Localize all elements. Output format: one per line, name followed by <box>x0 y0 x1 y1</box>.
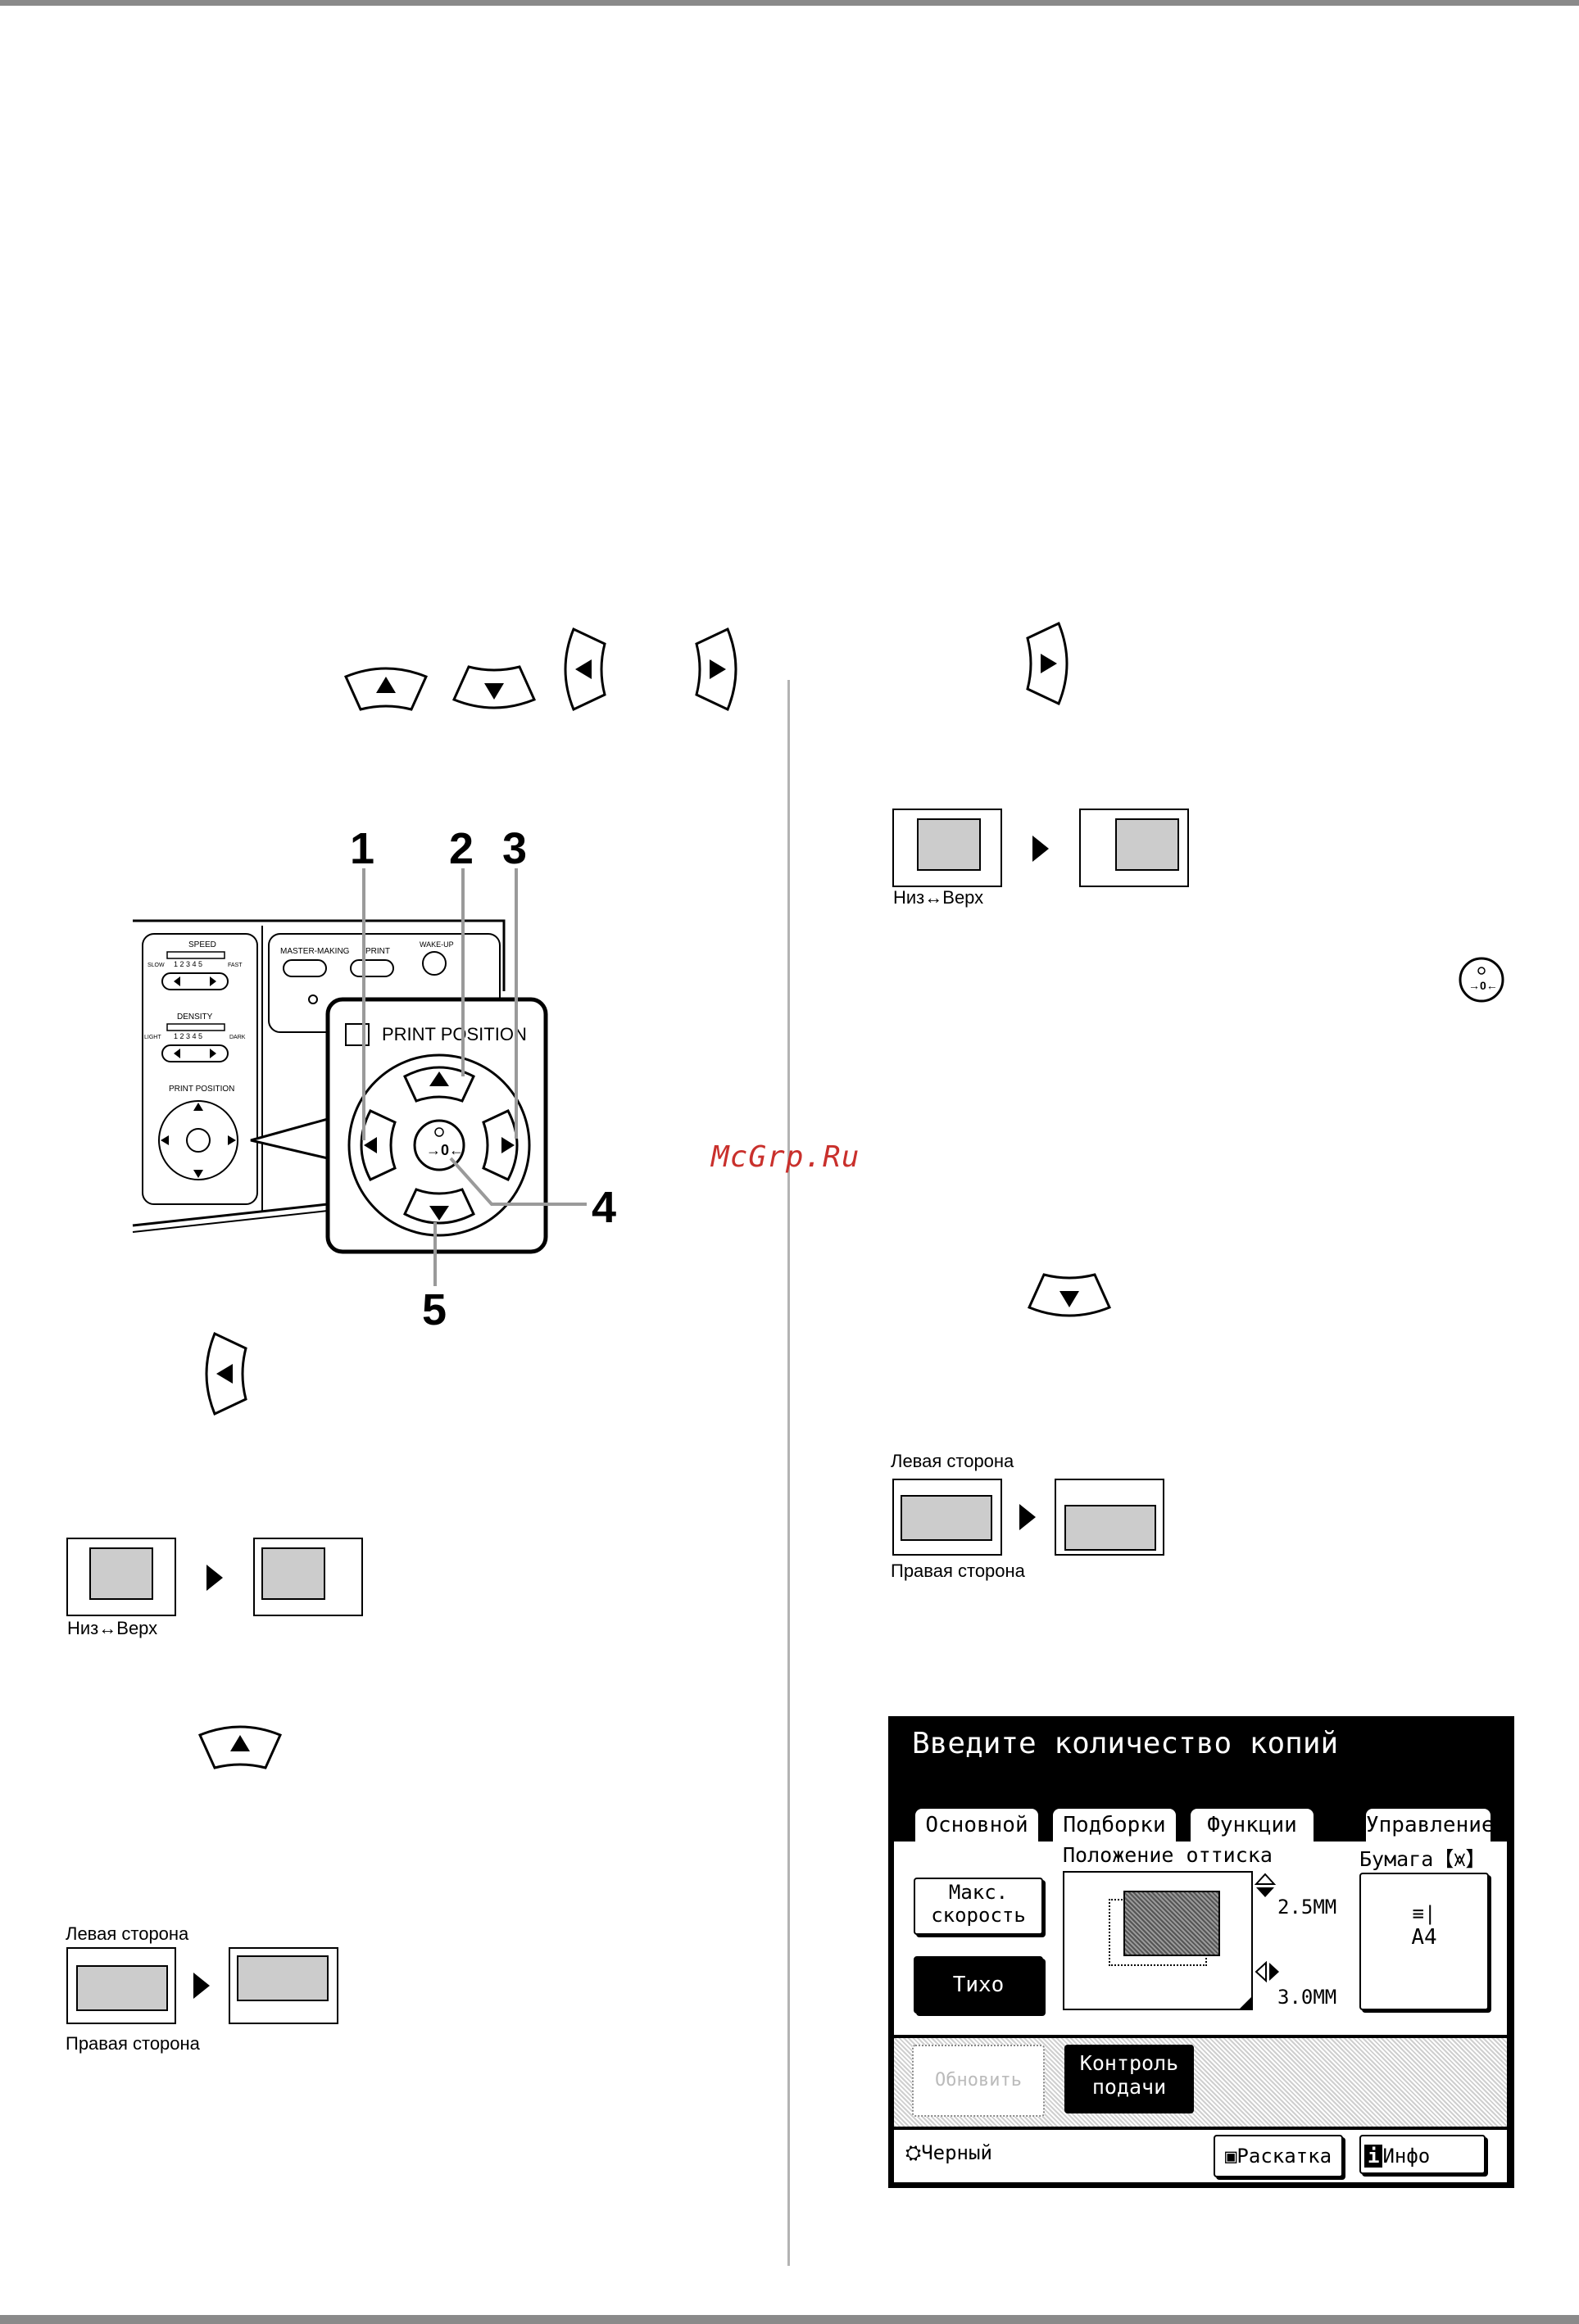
dark-label: DARK <box>229 1035 246 1040</box>
up-key-icon-step <box>197 1725 283 1769</box>
right-key-icon-step <box>1026 621 1069 706</box>
right-side-caption-left: Правая сторона <box>66 2033 200 2054</box>
drum-color: Черный <box>921 2141 992 2164</box>
paper-label-row: Бумага【⩙】 <box>1359 1843 1486 1873</box>
paper-size-value: A4 <box>1411 1925 1437 1950</box>
fast-label: FAST <box>228 963 243 968</box>
paper-size-button[interactable]: ≡| A4 <box>1359 1873 1489 2010</box>
position-label: Положение оттиска <box>1063 1843 1273 1867</box>
low-high-caption-left: Низ↔Верх <box>67 1618 158 1638</box>
info-label: Инфо <box>1382 2145 1431 2168</box>
callout-3: 3 <box>502 824 528 873</box>
layout-icon: ▣ <box>1224 2145 1237 2168</box>
position-shift-vertical-left <box>66 1538 363 1616</box>
bottom-rule <box>0 2315 1579 2324</box>
right-side-caption-right: Правая сторона <box>891 1561 1025 1581</box>
basic-panel: Макс. скорость Тихо Положение оттиска 2.… <box>894 1842 1507 2035</box>
callout-2: 2 <box>449 824 474 873</box>
wake-up-label: WAKE-UP <box>420 940 454 949</box>
callout-1: 1 <box>350 824 375 873</box>
quiet-label: Тихо <box>952 1973 1005 1997</box>
paper-label: Бумага <box>1359 1847 1434 1871</box>
paper-stack-icon: ≡| <box>1412 1902 1436 1925</box>
max-speed-label-2: скорость <box>931 1904 1026 1927</box>
position-shift-horizontal-left <box>66 1947 338 2024</box>
refresh-button[interactable]: Обновить <box>912 2045 1045 2117</box>
panel-title: PRINT POSITION <box>382 1024 527 1044</box>
feed-control-label-1: Контроль <box>1079 2051 1179 2075</box>
max-speed-label-1: Макс. <box>948 1881 1009 1904</box>
drum-icon: ⛭ <box>905 2141 922 2164</box>
max-speed-button[interactable]: Макс. скорость <box>914 1878 1043 1935</box>
horizontal-value: 3.0MM <box>1277 1986 1337 2009</box>
reset-key-icon: →0← <box>1459 957 1504 1003</box>
speed-scale: 1 2 3 4 5 <box>174 960 202 968</box>
left-key-icon-step <box>205 1331 247 1416</box>
low-high-caption-right: Низ↔Верх <box>893 887 984 908</box>
small-print-position-label: PRINT POSITION <box>169 1085 234 1094</box>
position-shift-horizontal-right <box>892 1479 1164 1556</box>
refresh-label: Обновить <box>935 2070 1022 2091</box>
top-rule <box>0 0 1579 6</box>
reset-key-label: →0← <box>1468 979 1498 992</box>
position-shift-vertical-right <box>892 809 1189 887</box>
print-label: PRINT <box>365 947 390 956</box>
left-side-caption-right: Левая сторона <box>891 1451 1014 1471</box>
print-position-preview[interactable] <box>1063 1871 1253 2010</box>
paper-tray-icon: 【⩙】 <box>1433 1847 1486 1871</box>
tab-admin[interactable]: Управление <box>1364 1807 1495 1842</box>
density-label: DENSITY <box>177 1013 213 1022</box>
tab-functions[interactable]: Функции <box>1189 1807 1315 1842</box>
down-key-icon <box>451 665 537 709</box>
watermark: McGrp.Ru <box>711 1140 860 1174</box>
control-panel-diagram: SPEED SLOW 1 2 3 4 5 FAST DENSITY LIGHT … <box>132 868 587 1286</box>
down-key-icon-step <box>1027 1273 1112 1317</box>
drum-color-status[interactable]: ⛭Черный <box>905 2141 992 2164</box>
lcd-screen: Введите количество копий Основной Подбор… <box>888 1716 1514 2188</box>
feed-control-label-2: подачи <box>1091 2075 1167 2099</box>
right-key-icon <box>695 627 737 712</box>
left-key-icon <box>564 627 606 712</box>
quiet-button[interactable]: Тихо <box>914 1956 1043 2014</box>
column-divider <box>787 680 790 2266</box>
callout-5: 5 <box>422 1285 447 1334</box>
horizontal-adjust-icon <box>1255 1961 1279 1982</box>
layout-label: Раскатка <box>1236 2145 1332 2168</box>
tab-programs[interactable]: Подборки <box>1051 1807 1177 1842</box>
slow-label: SLOW <box>147 963 165 968</box>
up-key-icon <box>343 667 429 711</box>
master-making-label: MASTER-MAKING <box>280 947 350 956</box>
layout-button[interactable]: ▣Раскатка <box>1214 2135 1343 2177</box>
center-key-label: →0← <box>426 1142 464 1158</box>
callout-4: 4 <box>592 1183 617 1232</box>
vertical-adjust-icon <box>1255 1873 1276 1897</box>
action-strip: Обновить Контроль подачи <box>894 2038 1507 2127</box>
speed-label: SPEED <box>188 940 216 949</box>
preview-corner <box>1240 1997 1251 2009</box>
light-label: LIGHT <box>144 1035 161 1040</box>
tab-basic[interactable]: Основной <box>914 1807 1040 1843</box>
feed-control-button[interactable]: Контроль подачи <box>1064 2045 1194 2113</box>
info-icon: i <box>1364 2145 1383 2168</box>
vertical-value: 2.5MM <box>1277 1896 1337 1919</box>
screen-title: Введите количество копий <box>912 1727 1339 1760</box>
preview-image-area <box>1123 1891 1220 1956</box>
density-scale: 1 2 3 4 5 <box>174 1032 202 1040</box>
left-side-caption-left: Левая сторона <box>66 1923 189 1944</box>
